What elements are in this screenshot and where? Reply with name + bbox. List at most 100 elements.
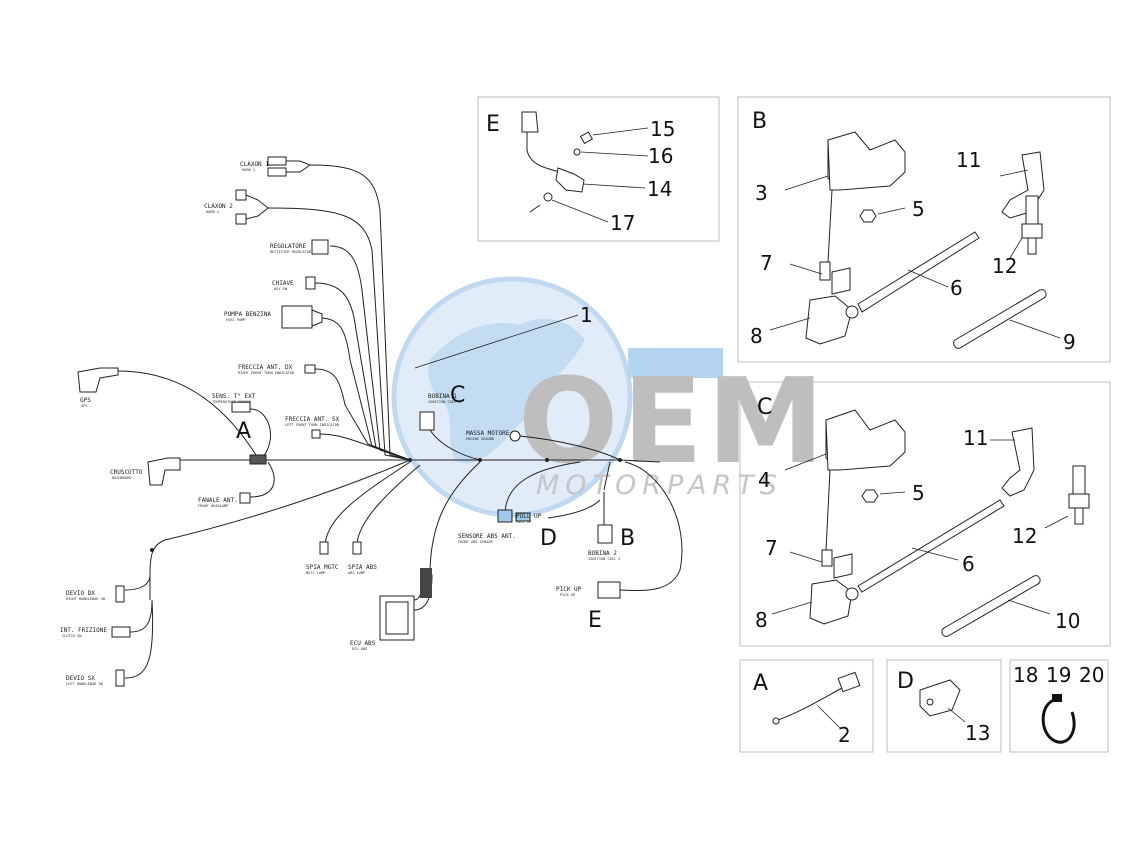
box-b-callout-11: 11 bbox=[956, 148, 981, 172]
frizione-sublabel: CLUTCH SW bbox=[62, 634, 82, 638]
sens-temp-label: SENS. T° EXT bbox=[212, 393, 256, 400]
box-b-callout-8: 8 bbox=[750, 324, 763, 348]
box-c-callout-11: 11 bbox=[963, 426, 988, 450]
section-letter-b: B bbox=[620, 526, 635, 551]
devio-dx-connector: DEVIO DX RIGHT HANDLEBAR SW bbox=[66, 585, 125, 603]
gps-sublabel: GPS bbox=[81, 404, 88, 408]
claxon2-sublabel: HORN 2 bbox=[206, 210, 219, 214]
bobina1-sublabel: IGNITION COIL 1 bbox=[428, 400, 460, 404]
box-b-callout-6: 6 bbox=[950, 276, 963, 300]
cruscotto-connector: CRUSCOTTO DASHBOARD bbox=[110, 457, 181, 486]
box-f-callout-19: 19 bbox=[1046, 663, 1071, 687]
regolatore-connector: REGOLATORE RECTIFIER REGULATOR bbox=[270, 239, 329, 255]
splice-a bbox=[249, 454, 267, 465]
ecu-abs-sublabel: ECU ABS bbox=[352, 647, 367, 651]
pickup-connector: PICK UP PICK UP bbox=[556, 581, 621, 599]
bobina2-sublabel: IGNITION COIL 2 bbox=[588, 557, 620, 561]
freccia-sx-sublabel: LEFT FRONT TURN INDICATOR bbox=[285, 423, 340, 427]
cruscotto-label: CRUSCOTTO bbox=[110, 469, 143, 476]
freccia-dx-sublabel: RIGHT FRONT TURN INDICATOR bbox=[238, 371, 295, 375]
box-b-callout-5: 5 bbox=[912, 197, 925, 221]
spia-abs-connector: SPIA ABS ABS LAMP bbox=[348, 541, 377, 575]
cable-tie-icon bbox=[1041, 698, 1076, 744]
spia-mgtc-sublabel: MGTC LAMP bbox=[306, 571, 325, 575]
box-b-callout-7: 7 bbox=[760, 251, 773, 275]
bobina1-connector: BOBINA 1 IGNITION COIL 1 bbox=[419, 393, 460, 431]
massa-connector: MASSA MOTORE ENGINE GROUND bbox=[466, 430, 521, 442]
box-c-callout-5: 5 bbox=[912, 481, 925, 505]
box-e-callout-16: 16 bbox=[648, 144, 673, 168]
ecu-abs-label: ECU ABS bbox=[350, 640, 376, 647]
massa-label: MASSA MOTORE bbox=[466, 430, 510, 437]
freccia-dx-connector: FRECCIA ANT. DX RIGHT FRONT TURN INDICAT… bbox=[238, 364, 316, 375]
bobina1-label: BOBINA 1 bbox=[428, 393, 457, 400]
detail-box-b: B 3 5 11 12 7 6 8 9 bbox=[737, 96, 1111, 363]
claxon2-label: CLAXON 2 bbox=[204, 203, 233, 210]
regolatore-label: REGOLATORE bbox=[270, 243, 307, 250]
detail-box-e: E 15 16 14 17 bbox=[477, 96, 720, 242]
chiave-connector: CHIAVE KEY SW bbox=[272, 276, 316, 291]
devio-sx-sublabel: LEFT HANDLEBAR SW bbox=[66, 682, 104, 686]
regolatore-sublabel: RECTIFIER REGULATOR bbox=[270, 250, 312, 254]
watermark-continent-icon bbox=[428, 318, 585, 464]
box-c-callout-8: 8 bbox=[755, 608, 768, 632]
box-a-callout-2: 2 bbox=[838, 723, 851, 747]
box-c-callout-4: 4 bbox=[758, 468, 771, 492]
section-letter-a: A bbox=[236, 419, 251, 444]
pullup-sublabel: PULL UP bbox=[516, 520, 531, 524]
box-b-letter: B bbox=[752, 109, 767, 134]
box-e-letter: E bbox=[486, 112, 500, 137]
detail-box-d: D 13 bbox=[886, 659, 1002, 753]
box-c-callout-10: 10 bbox=[1055, 609, 1080, 633]
box-e-callout-15: 15 bbox=[650, 117, 675, 141]
massa-sublabel: ENGINE GROUND bbox=[466, 437, 494, 441]
pompa-sublabel: FUEL PUMP bbox=[226, 318, 245, 322]
harness-connectors: CLAXON 1 HORN 1 CLAXON 2 HORN 2 REGOLATO… bbox=[60, 156, 621, 687]
detail-box-c: C 4 5 11 12 7 6 8 10 bbox=[739, 381, 1111, 647]
box-f-callout-20: 20 bbox=[1079, 663, 1104, 687]
claxon1-label: CLAXON 1 bbox=[240, 161, 269, 168]
devio-sx-connector: DEVIO SX LEFT HANDLEBAR SW bbox=[66, 669, 125, 687]
harness-wires bbox=[117, 164, 683, 679]
claxon1-sublabel: HORN 1 bbox=[242, 168, 255, 172]
spia-abs-label: SPIA ABS bbox=[348, 564, 377, 571]
cruscotto-sublabel: DASHBOARD bbox=[112, 476, 131, 480]
pompa-connector: POMPA BENZINA FUEL PUMP bbox=[224, 305, 323, 329]
chiave-sublabel: KEY SW bbox=[274, 287, 288, 291]
box-c-callout-7: 7 bbox=[765, 536, 778, 560]
bobina2-connector: BOBINA 2 IGNITION COIL 2 bbox=[588, 524, 620, 561]
detail-box-ties: 18 19 20 bbox=[1009, 659, 1109, 753]
spia-mgtc-label: SPIA MGTC bbox=[306, 564, 339, 571]
claxon2-connector: CLAXON 2 HORN 2 bbox=[204, 189, 269, 225]
box-d-callout-13: 13 bbox=[965, 721, 990, 745]
box-b-callout-3: 3 bbox=[755, 181, 768, 205]
pickup-label: PICK UP bbox=[556, 586, 582, 593]
watermark: OEM MOTORPARTS bbox=[391, 276, 828, 518]
box-d-letter: D bbox=[897, 669, 914, 694]
ecu-abs-connector: ECU ABS ECU ABS bbox=[350, 568, 433, 651]
sens-temp-connector: SENS. T° EXT TEMPERATURE SENSOR bbox=[212, 393, 256, 413]
box-c-callout-6: 6 bbox=[962, 552, 975, 576]
fanale-connector: FANALE ANT. FRONT HEADLAMP bbox=[198, 492, 251, 508]
gps-label: GPS bbox=[80, 397, 91, 404]
watermark-blue-block bbox=[628, 348, 723, 378]
gps-connector: GPS GPS bbox=[77, 367, 119, 408]
claxon1-connector: CLAXON 1 HORN 1 bbox=[240, 156, 312, 177]
section-letter-c: C bbox=[450, 383, 465, 408]
spia-abs-sublabel: ABS LAMP bbox=[348, 571, 365, 575]
detail-box-a: A 2 bbox=[739, 659, 874, 753]
frizione-connector: INT. FRIZIONE CLUTCH SW bbox=[60, 626, 131, 638]
box-b-callout-9: 9 bbox=[1063, 330, 1076, 354]
fanale-sublabel: FRONT HEADLAMP bbox=[198, 504, 228, 508]
sensore-abs-label: SENSORE ABS ANT. bbox=[458, 533, 516, 540]
section-letter-e: E bbox=[588, 608, 602, 633]
pompa-label: POMPA BENZINA bbox=[224, 311, 271, 318]
devio-dx-sublabel: RIGHT HANDLEBAR SW bbox=[66, 597, 106, 601]
bobina2-label: BOBINA 2 bbox=[588, 550, 617, 557]
sens-temp-sublabel: TEMPERATURE SENSOR bbox=[212, 400, 252, 404]
box-e-callout-17: 17 bbox=[610, 211, 635, 235]
pullup-connector: PULL UP PULL UP bbox=[515, 512, 542, 524]
watermark-brand: OEM bbox=[518, 352, 828, 490]
section-letter-d: D bbox=[540, 526, 557, 551]
